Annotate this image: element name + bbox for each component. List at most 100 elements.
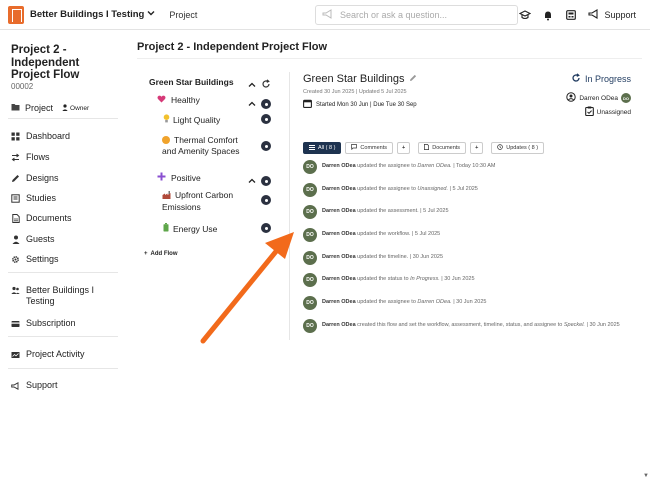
sidebar-divider bbox=[8, 118, 118, 119]
flow-meta: Created 30 Jun 2025 | Updated 5 Jul 2025 bbox=[303, 89, 407, 95]
feed-text: updated the assignee to bbox=[357, 299, 416, 305]
tab-label: Updates ( 8 ) bbox=[506, 145, 539, 151]
feed-emphasis: Darren ODea. bbox=[417, 299, 452, 305]
sidebar-item-studies[interactable]: Studies bbox=[11, 193, 56, 204]
avatar: DO bbox=[303, 273, 317, 287]
flow-dates[interactable]: Started Mon 30 Jun | Due Tue 30 Sep bbox=[303, 99, 417, 110]
add-comment-button[interactable]: + bbox=[397, 142, 411, 154]
status-dot-button[interactable] bbox=[261, 223, 271, 233]
nav-project-link[interactable]: Project bbox=[169, 9, 198, 20]
feed-text: updated the timeline. bbox=[357, 254, 409, 260]
feed-item: DO Darren ODea updated the workflow. | 5… bbox=[303, 228, 627, 242]
scroll-down-arrow-icon[interactable]: ▼ bbox=[643, 473, 649, 479]
project-link[interactable]: Project Owner bbox=[11, 103, 89, 113]
tab-all[interactable]: All ( 8 ) bbox=[303, 142, 342, 154]
calculator-icon[interactable] bbox=[565, 9, 577, 21]
tree-item-energy-use[interactable]: Energy Use bbox=[163, 223, 217, 234]
sidebar-item-documents[interactable]: Documents bbox=[11, 213, 72, 224]
add-document-button[interactable]: + bbox=[470, 142, 484, 154]
flow-title-text: Green Star Buildings bbox=[303, 73, 405, 85]
pencil-icon bbox=[11, 174, 20, 183]
sidebar-item-label: Support bbox=[26, 380, 58, 390]
status-dot-button[interactable] bbox=[261, 141, 271, 151]
status-button[interactable]: In Progress bbox=[571, 73, 631, 85]
owner-label: Owner bbox=[70, 104, 90, 112]
assignee-button[interactable]: Darren ODea DO bbox=[566, 92, 631, 104]
feed-time: | 30 Jun 2025 bbox=[409, 254, 444, 260]
tree-root-item[interactable]: Green Star Buildings bbox=[149, 77, 234, 87]
clipboard-icon bbox=[584, 106, 594, 118]
feed-time: | 30 Jun 2025 bbox=[441, 276, 475, 282]
tree-group-healthy[interactable]: Healthy bbox=[157, 95, 200, 105]
sidebar-item-guests[interactable]: Guests bbox=[11, 234, 55, 245]
tab-updates[interactable]: Updates ( 8 ) bbox=[491, 142, 545, 154]
status-dot-button[interactable] bbox=[261, 195, 271, 205]
unassigned-button[interactable]: Unassigned bbox=[584, 106, 631, 118]
status-dot-button[interactable] bbox=[261, 99, 271, 109]
person-icon bbox=[11, 235, 20, 244]
app-logo-icon[interactable] bbox=[8, 5, 24, 24]
feed-user: Darren ODea bbox=[322, 299, 356, 305]
chevron-up-icon[interactable] bbox=[248, 172, 256, 190]
avatar: DO bbox=[303, 251, 317, 265]
feed-time: | 5 Jul 2025 bbox=[420, 208, 449, 214]
graduation-cap-icon[interactable] bbox=[519, 9, 532, 21]
feed-text: updated the workflow. bbox=[357, 231, 411, 237]
status-dot-button[interactable] bbox=[261, 176, 271, 186]
title-divider bbox=[137, 58, 642, 59]
sidebar-item-organisation[interactable]: Better Buildings I Testing bbox=[11, 285, 116, 307]
project-title: Project 2 - Independent Project Flow bbox=[11, 44, 80, 81]
search-input[interactable]: Search or ask a question... bbox=[315, 5, 518, 25]
thermal-comfort-text: Thermal Comfort and Amenity Spaces bbox=[162, 135, 252, 156]
sidebar-item-dashboard[interactable]: Dashboard bbox=[11, 131, 70, 142]
chevron-up-icon[interactable] bbox=[248, 76, 256, 94]
page-title: Project 2 - Independent Project Flow bbox=[137, 41, 328, 53]
feed-emphasis: Unassigned. bbox=[417, 186, 448, 192]
feed-user: Darren ODea bbox=[322, 231, 356, 237]
status-dot-button[interactable] bbox=[261, 114, 271, 124]
battery-icon bbox=[163, 223, 169, 234]
feed-user: Darren ODea bbox=[322, 208, 356, 214]
feed-emphasis: Speckel. bbox=[563, 322, 585, 328]
org-switcher[interactable]: Better Buildings I Testing bbox=[30, 9, 155, 20]
calendar-icon bbox=[303, 99, 312, 110]
plus-icon bbox=[157, 172, 166, 183]
tree-item-light-quality[interactable]: Light Quality bbox=[163, 114, 220, 125]
status-label: In Progress bbox=[584, 74, 631, 84]
dashboard-icon bbox=[11, 132, 20, 141]
sidebar-item-project-activity[interactable]: Project Activity bbox=[11, 349, 85, 360]
tab-comments[interactable]: Comments bbox=[345, 142, 394, 154]
tree-item-upfront-carbon[interactable]: Upfront Carbon Emissions bbox=[162, 190, 252, 212]
feed-text: created this flow and set the workflow, … bbox=[357, 322, 563, 328]
refresh-icon bbox=[571, 73, 581, 85]
refresh-icon[interactable] bbox=[261, 76, 271, 94]
sidebar: Project 2 - Independent Project Flow 000… bbox=[0, 31, 120, 480]
sidebar-item-label: Dashboard bbox=[26, 131, 71, 141]
avatar: DO bbox=[303, 228, 317, 242]
sidebar-item-support[interactable]: Support bbox=[11, 380, 58, 391]
sidebar-item-subscription[interactable]: Subscription bbox=[11, 318, 76, 329]
add-flow-button[interactable]: + Add Flow bbox=[144, 251, 178, 257]
sidebar-item-settings[interactable]: Settings bbox=[11, 254, 59, 265]
feed-item: DO Darren ODea updated the assignee to D… bbox=[303, 160, 627, 174]
feed-item: DO Darren ODea created this flow and set… bbox=[303, 319, 627, 333]
sidebar-item-designs[interactable]: Designs bbox=[11, 173, 59, 184]
tree-item-thermal-comfort[interactable]: Thermal Comfort and Amenity Spaces bbox=[162, 135, 252, 156]
feed-user: Darren ODea bbox=[322, 163, 356, 169]
feed-emphasis: Darren ODea. bbox=[417, 163, 452, 169]
feed-user: Darren ODea bbox=[322, 254, 356, 260]
feed-item: DO Darren ODea updated the assignee to U… bbox=[303, 183, 627, 197]
lightbulb-icon bbox=[163, 114, 170, 125]
tree-group-positive[interactable]: Positive bbox=[157, 172, 201, 183]
edit-pencil-icon[interactable] bbox=[409, 73, 417, 85]
sidebar-item-flows[interactable]: Flows bbox=[11, 152, 50, 163]
folder-icon bbox=[11, 103, 20, 113]
support-link[interactable]: Support bbox=[588, 9, 636, 21]
avatar: DO bbox=[303, 183, 317, 197]
notification-bell-icon[interactable] bbox=[542, 9, 554, 21]
feed-user: Darren ODea bbox=[322, 186, 356, 192]
chevron-up-icon[interactable] bbox=[248, 95, 256, 113]
tab-label: Comments bbox=[360, 145, 388, 151]
tab-documents[interactable]: Documents bbox=[418, 142, 467, 154]
